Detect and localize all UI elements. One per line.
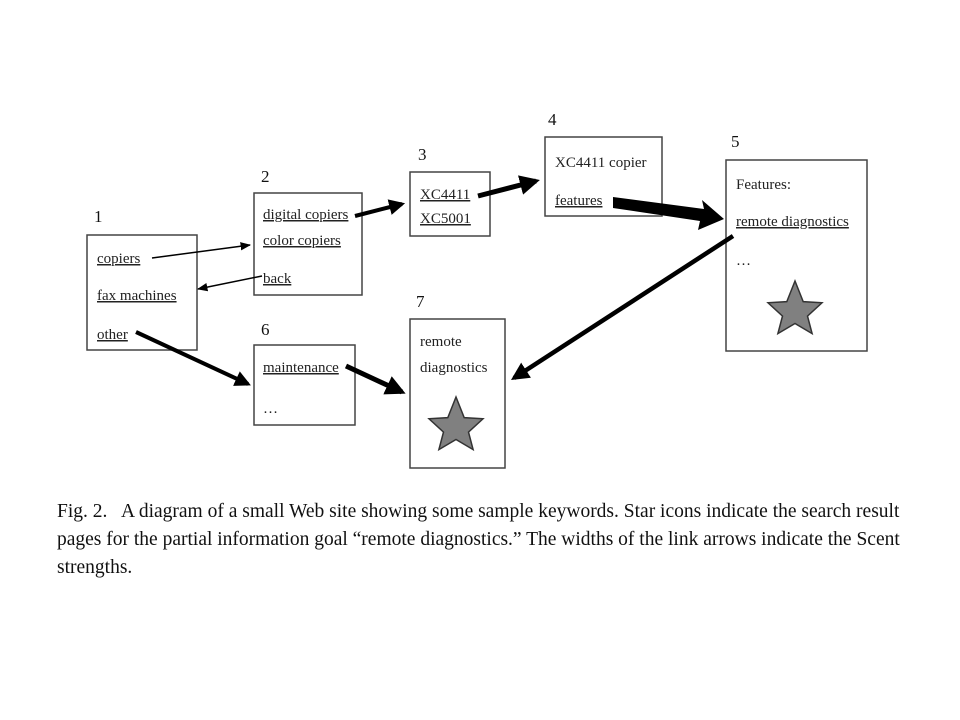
node-4-title: XC4411 copier bbox=[555, 155, 647, 171]
node-6-box bbox=[253, 344, 356, 426]
node-6-link-maintenance[interactable]: maintenance bbox=[263, 360, 339, 376]
node-1-link-copiers[interactable]: copiers bbox=[97, 251, 140, 267]
caption-text: A diagram of a small Web site showing so… bbox=[57, 501, 900, 578]
arrow-1-to-6 bbox=[135, 330, 251, 386]
node-3-number: 3 bbox=[418, 145, 427, 164]
node-2-link-back[interactable]: back bbox=[263, 271, 292, 287]
node-1: 1 copiers fax machines other bbox=[86, 207, 198, 351]
node-5-link-remote-diagnostics[interactable]: remote diagnostics bbox=[736, 214, 849, 230]
node-7-line-1: remote bbox=[420, 334, 462, 350]
node-7-line-2: diagnostics bbox=[420, 360, 488, 376]
arrow-3-to-4 bbox=[477, 175, 540, 199]
arrow-1-to-2 bbox=[151, 242, 252, 259]
node-4-number: 4 bbox=[548, 110, 557, 129]
node-6-ellipsis: … bbox=[263, 401, 280, 417]
node-7-box bbox=[409, 318, 506, 469]
node-6-number: 6 bbox=[261, 320, 270, 339]
node-5-number: 5 bbox=[731, 132, 740, 151]
caption-label: Fig. 2. bbox=[57, 501, 108, 522]
arrow-2-to-1 bbox=[196, 275, 263, 292]
arrow-6-to-7 bbox=[344, 363, 406, 395]
node-3-link-xc5001[interactable]: XC5001 bbox=[420, 211, 471, 227]
node-1-link-other[interactable]: other bbox=[97, 327, 128, 343]
node-1-link-fax-machines[interactable]: fax machines bbox=[97, 288, 177, 304]
node-3-link-xc4411[interactable]: XC4411 bbox=[420, 187, 470, 203]
node-5-star-icon bbox=[766, 278, 824, 336]
node-3-box bbox=[409, 171, 491, 237]
node-3: 3 XC4411 XC5001 bbox=[409, 145, 491, 237]
node-7: 7 remote diagnostics bbox=[409, 292, 506, 469]
node-5: 5 Features: remote diagnostics … bbox=[725, 132, 868, 352]
node-1-number: 1 bbox=[94, 207, 103, 226]
link-arrows bbox=[135, 175, 735, 395]
node-7-number: 7 bbox=[416, 292, 425, 311]
node-2: 2 digital copiers color copiers back bbox=[253, 167, 363, 296]
node-5-title: Features: bbox=[736, 177, 791, 193]
figure-caption: Fig. 2. A diagram of a small Web site sh… bbox=[57, 498, 907, 582]
node-2-box bbox=[253, 192, 363, 296]
node-6: 6 maintenance … bbox=[253, 320, 356, 426]
node-2-link-color-copiers[interactable]: color copiers bbox=[263, 233, 341, 249]
node-4: 4 XC4411 copier features bbox=[544, 110, 663, 217]
arrow-5-to-7 bbox=[510, 234, 735, 380]
node-7-star-icon bbox=[427, 394, 485, 452]
node-2-number: 2 bbox=[261, 167, 270, 186]
arrow-2-to-3 bbox=[354, 199, 406, 218]
arrow-4-to-5 bbox=[613, 197, 724, 230]
node-4-link-features[interactable]: features bbox=[555, 193, 603, 209]
node-5-ellipsis: … bbox=[736, 253, 753, 269]
node-2-link-digital-copiers[interactable]: digital copiers bbox=[263, 207, 349, 223]
